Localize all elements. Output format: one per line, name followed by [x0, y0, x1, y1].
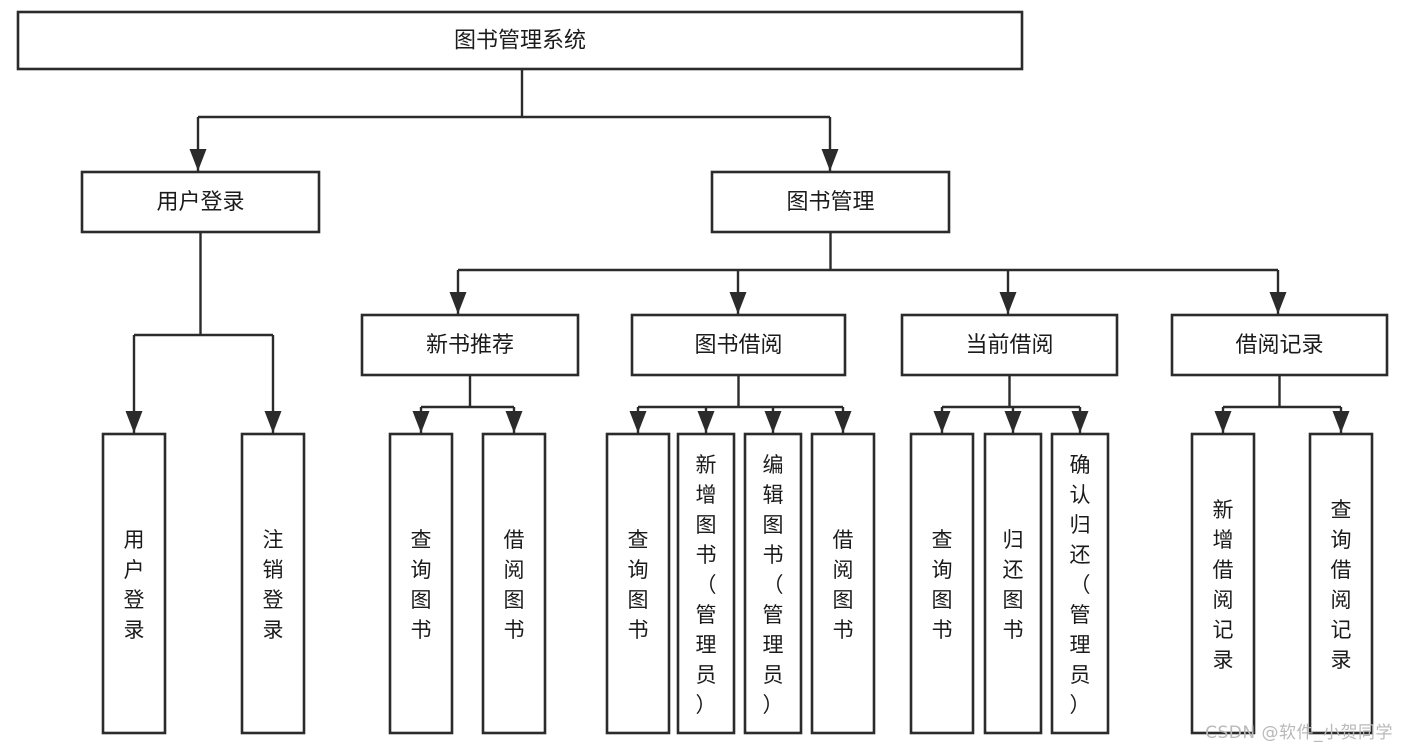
node-label: 图书管理系统 — [454, 29, 586, 54]
node-leaf-logout-login[interactable]: 注销登录 — [240, 432, 306, 735]
node-label: 新增借阅记录 — [1213, 498, 1234, 672]
node-box — [481, 432, 547, 735]
node-box — [710, 170, 951, 234]
node-book-borrow[interactable]: 图书借阅 — [630, 313, 847, 377]
node-box — [101, 432, 167, 735]
node-label: 当前借阅 — [965, 333, 1053, 358]
node-box — [676, 432, 736, 735]
node-label: 确认归还（管理员） — [1070, 453, 1091, 717]
arrow-head-icon — [834, 411, 852, 433]
arrow-head-icon — [821, 149, 839, 171]
node-box — [1308, 432, 1374, 735]
node-layer: 图书管理系统用户登录图书管理新书推荐图书借阅当前借阅借阅记录用户登录注销登录查询… — [16, 10, 1389, 735]
node-label: 新书推荐 — [426, 333, 514, 358]
node-user-login[interactable]: 用户登录 — [80, 170, 321, 234]
node-box — [1170, 313, 1389, 377]
node-box — [630, 313, 847, 377]
node-label: 查询图书 — [411, 528, 432, 642]
arrow-head-icon — [412, 411, 430, 433]
node-label: 查询图书 — [932, 528, 953, 642]
node-label: 借阅图书 — [504, 528, 525, 642]
arrow-head-icon — [629, 411, 647, 433]
arrow-head-icon — [697, 411, 715, 433]
node-box — [16, 10, 1024, 71]
node-leaf-add-book[interactable]: 新增图书（管理员） — [676, 432, 736, 735]
node-book-management[interactable]: 图书管理 — [710, 170, 951, 234]
node-label: 归还图书 — [1003, 528, 1024, 642]
node-leaf-query-borrow-record[interactable]: 查询借阅记录 — [1308, 432, 1374, 735]
node-borrow-record[interactable]: 借阅记录 — [1170, 313, 1389, 377]
node-box — [810, 432, 876, 735]
node-box — [900, 313, 1119, 377]
node-box — [80, 170, 321, 234]
arrow-head-icon — [505, 411, 523, 433]
node-box — [360, 313, 580, 377]
node-box — [1050, 432, 1110, 735]
node-leaf-add-borrow-record[interactable]: 新增借阅记录 — [1190, 432, 1256, 735]
node-leaf-borrow-book-recommend[interactable]: 借阅图书 — [481, 432, 547, 735]
arrow-head-icon — [999, 292, 1017, 314]
node-label: 查询图书 — [628, 528, 649, 642]
node-label: 用户登录 — [156, 190, 244, 215]
arrow-head-icon — [1332, 411, 1350, 433]
node-new-book-recommend[interactable]: 新书推荐 — [360, 313, 580, 377]
arrow-head-icon — [933, 411, 951, 433]
node-box — [983, 432, 1043, 735]
arrow-head-icon — [189, 149, 207, 171]
node-leaf-query-book-borrow[interactable]: 查询图书 — [605, 432, 671, 735]
node-leaf-return-book[interactable]: 归还图书 — [983, 432, 1043, 735]
node-box — [605, 432, 671, 735]
arrow-head-icon — [1071, 411, 1089, 433]
watermark: CSDN @软件_小贺同学 — [1205, 723, 1393, 743]
node-current-borrow[interactable]: 当前借阅 — [900, 313, 1119, 377]
node-leaf-query-book-current[interactable]: 查询图书 — [909, 432, 975, 735]
arrow-head-icon — [449, 292, 467, 314]
connector-layer — [125, 69, 1350, 433]
node-label: 借阅图书 — [833, 528, 854, 642]
node-label: 图书管理 — [786, 190, 874, 215]
arrow-head-icon — [125, 411, 143, 433]
node-box — [743, 432, 803, 735]
node-label: 查询借阅记录 — [1331, 498, 1352, 672]
arrow-head-icon — [764, 411, 782, 433]
arrow-head-icon — [1269, 292, 1287, 314]
node-leaf-borrow-book[interactable]: 借阅图书 — [810, 432, 876, 735]
node-label: 借阅记录 — [1235, 333, 1323, 358]
node-leaf-edit-book[interactable]: 编辑图书（管理员） — [743, 432, 803, 735]
node-label: 新增图书（管理员） — [696, 453, 717, 717]
node-box — [1190, 432, 1256, 735]
arrow-head-icon — [264, 411, 282, 433]
node-box — [240, 432, 306, 735]
arrow-head-icon — [729, 292, 747, 314]
node-leaf-user-login[interactable]: 用户登录 — [101, 432, 167, 735]
node-label: 注销登录 — [263, 528, 284, 642]
arrow-head-icon — [1004, 411, 1022, 433]
node-box — [909, 432, 975, 735]
node-leaf-confirm-return[interactable]: 确认归还（管理员） — [1050, 432, 1110, 735]
arrow-head-icon — [1214, 411, 1232, 433]
node-root[interactable]: 图书管理系统 — [16, 10, 1024, 71]
node-label: 图书借阅 — [694, 333, 782, 358]
node-label: 编辑图书（管理员） — [763, 453, 784, 717]
node-box — [388, 432, 454, 735]
node-leaf-query-book-recommend[interactable]: 查询图书 — [388, 432, 454, 735]
node-label: 用户登录 — [124, 528, 145, 642]
